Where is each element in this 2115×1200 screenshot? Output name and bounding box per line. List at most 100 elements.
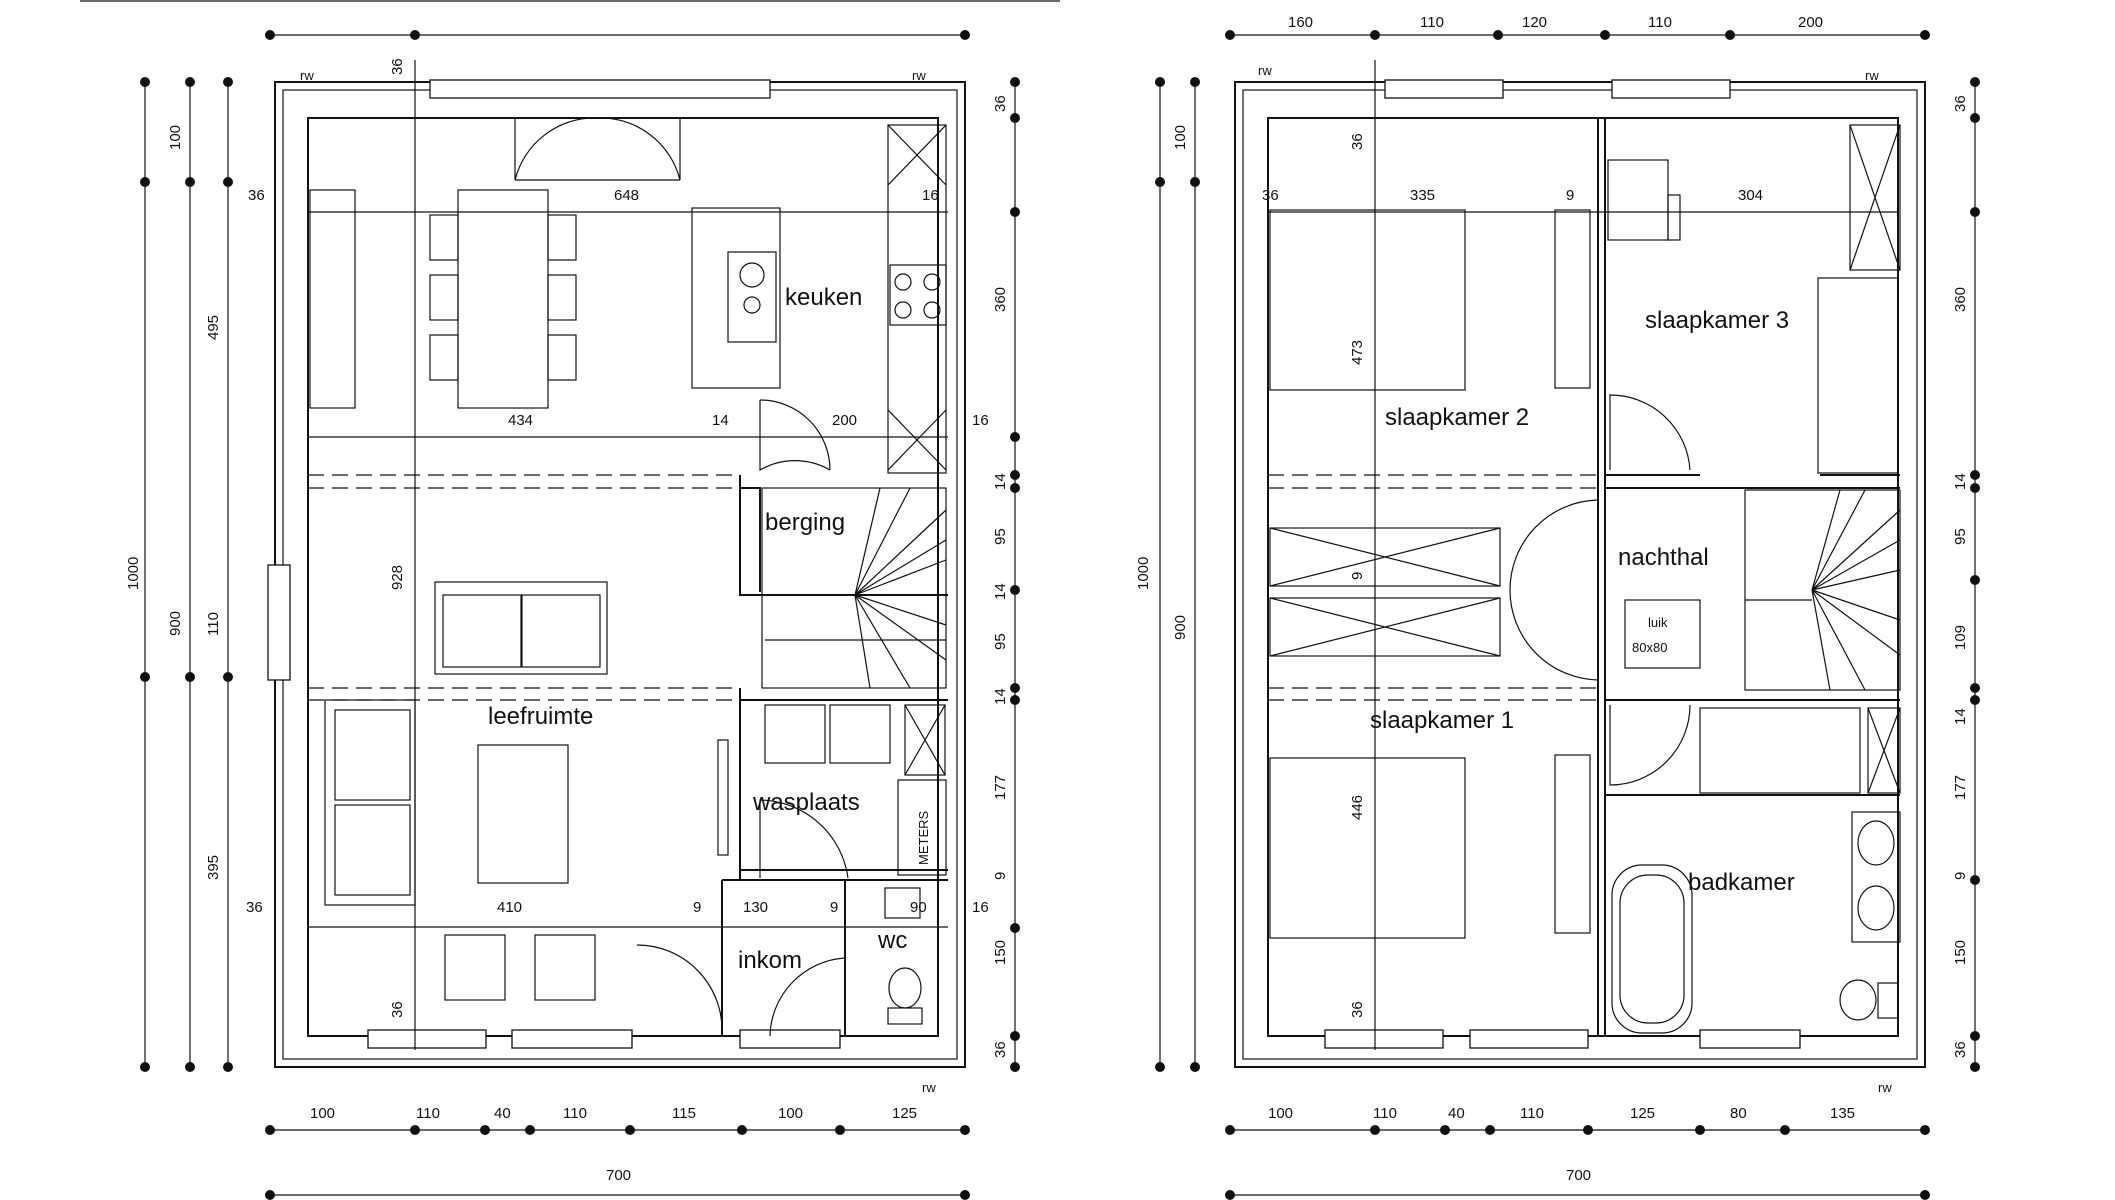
- dimension-tick: [1010, 1062, 1020, 1072]
- dim-label: 9: [693, 899, 701, 916]
- room-label-slaapkamer-1: slaapkamer 1: [1370, 707, 1514, 734]
- dimension-tick: [1010, 483, 1020, 493]
- dim-label: 36: [248, 187, 265, 204]
- bathtub: [1611, 864, 1693, 1034]
- dim-label: 100: [778, 1105, 803, 1122]
- dimension-tick: [185, 77, 195, 87]
- stairs: [761, 487, 947, 689]
- dimension-tick: [1970, 1062, 1980, 1072]
- dim-label: 16: [972, 412, 989, 429]
- dimension-tick: [265, 30, 275, 40]
- dim-label: 100: [167, 125, 184, 150]
- dim-label: 100: [1268, 1105, 1293, 1122]
- sink: [727, 251, 777, 343]
- dimension-tick: [1970, 113, 1980, 123]
- dim-label: 109: [1952, 625, 1969, 650]
- window: [267, 564, 291, 681]
- dim-label: 150: [1952, 940, 1969, 965]
- room-label-slaapkamer-2: slaapkamer 2: [1385, 404, 1529, 431]
- chair: [444, 934, 506, 1001]
- dimension-tick: [1920, 1125, 1930, 1135]
- dim-label: 160: [1288, 14, 1313, 31]
- window: [1699, 1029, 1801, 1049]
- ground-floor-labels: keuken berging leefruimte wasplaats inko…: [125, 58, 1009, 1184]
- dim-label: 135: [1830, 1105, 1855, 1122]
- dim-label: 9: [830, 899, 838, 916]
- dim-label: 36: [389, 1001, 406, 1018]
- room-label-keuken: keuken: [785, 284, 862, 311]
- dimension-tick: [1493, 30, 1503, 40]
- dimension-tick: [1155, 77, 1165, 87]
- dim-label: 130: [743, 899, 768, 916]
- dimension-ticks: [140, 30, 1980, 1200]
- dim-label: 700: [606, 1167, 631, 1184]
- wardrobe: [1554, 754, 1591, 934]
- dimension-tick: [1225, 1190, 1235, 1200]
- dimension-tick: [223, 77, 233, 87]
- dimension-tick: [410, 1125, 420, 1135]
- dimension-tick: [835, 1125, 845, 1135]
- outer-wall: [274, 81, 966, 1068]
- dim-label: 100: [310, 1105, 335, 1122]
- dim-label: 928: [389, 565, 406, 590]
- dim-label: 120: [1522, 14, 1547, 31]
- dimension-tick: [1440, 1125, 1450, 1135]
- dimension-tick: [625, 1125, 635, 1135]
- dim-label: 200: [832, 412, 857, 429]
- dim-label: 395: [205, 855, 222, 880]
- room-label-inkom: inkom: [738, 947, 802, 974]
- dim-label: 36: [992, 1041, 1009, 1058]
- dimension-tick: [185, 177, 195, 187]
- cooktop: [889, 264, 947, 326]
- hatch-label: luik: [1648, 615, 1668, 630]
- dim-label: 95: [992, 528, 1009, 545]
- double-sink: [1851, 811, 1901, 943]
- dim-label: 36: [992, 95, 1009, 112]
- shower: [1699, 707, 1861, 794]
- dimension-tick: [1970, 683, 1980, 693]
- dim-label: 177: [992, 775, 1009, 800]
- dimension-tick: [1600, 30, 1610, 40]
- dim-label: 36: [1952, 1041, 1969, 1058]
- dim-label: 304: [1738, 187, 1763, 204]
- dimension-tick: [140, 77, 150, 87]
- room-label-wasplaats: wasplaats: [752, 789, 860, 816]
- hatch-size: 80x80: [1632, 640, 1667, 655]
- dim-label: 40: [494, 1105, 511, 1122]
- toilet: [888, 967, 922, 1009]
- dimension-tick: [960, 1190, 970, 1200]
- dim-label: 410: [497, 899, 522, 916]
- dimension-tick: [265, 1125, 275, 1135]
- dim-label: 110: [1648, 14, 1672, 31]
- dimension-tick: [1010, 695, 1020, 705]
- dimension-tick: [1010, 470, 1020, 480]
- window: [1324, 1029, 1444, 1049]
- dim-label: 36: [1262, 187, 1279, 204]
- dimension-tick: [1695, 1125, 1705, 1135]
- dim-label: 36: [1349, 1001, 1366, 1018]
- dimension-tick: [1155, 177, 1165, 187]
- window: [511, 1029, 633, 1049]
- room-label-berging: berging: [765, 509, 845, 536]
- sofa: [324, 699, 416, 906]
- dim-label: 1000: [125, 557, 142, 590]
- dimension-tick: [1920, 30, 1930, 40]
- dimension-tick: [1970, 207, 1980, 217]
- dimension-tick: [480, 1125, 490, 1135]
- dimension-tick: [1485, 1125, 1495, 1135]
- dimension-tick: [223, 177, 233, 187]
- dim-label: 434: [508, 412, 533, 429]
- dim-label: 36: [1952, 95, 1969, 112]
- bed: [1817, 277, 1899, 474]
- dim-label: 1000: [1135, 557, 1152, 590]
- dimension-tick: [1583, 1125, 1593, 1135]
- meters-cabinet: [897, 779, 947, 876]
- dim-label: 16: [922, 187, 939, 204]
- dim-label: 648: [614, 187, 639, 204]
- dim-label: 95: [1952, 528, 1969, 545]
- dim-label: 900: [167, 611, 184, 636]
- dimension-tick: [525, 1125, 535, 1135]
- dim-label: 110: [1520, 1105, 1544, 1122]
- dimension-tick: [1010, 432, 1020, 442]
